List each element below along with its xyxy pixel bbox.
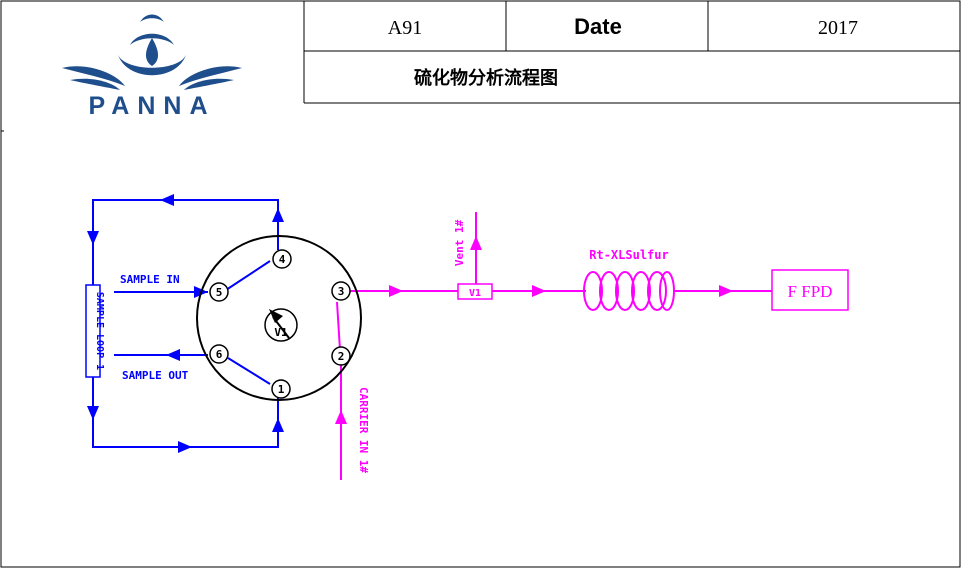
valve-rotor-icon: V1 <box>264 308 298 342</box>
port-6: 6 <box>209 344 229 364</box>
column-coil-icon <box>583 271 675 311</box>
vent-label: Vent 1# <box>453 219 466 266</box>
sample-loop-label: SAMPLE LOOP 1 <box>94 292 105 370</box>
valve-ports: 1 2 3 4 5 6 <box>209 249 351 399</box>
port-1: 1 <box>271 379 291 399</box>
port-5: 5 <box>209 282 229 302</box>
column-label: Rt-XLSulfur <box>589 248 668 262</box>
port-4-label: 4 <box>279 253 286 266</box>
port-2-label: 2 <box>338 350 345 363</box>
carrier-arrowheads <box>335 236 733 424</box>
page-title: 硫化物分析流程图 <box>414 67 558 88</box>
valve-label: V1 <box>274 326 288 339</box>
port-5-label: 5 <box>216 286 223 299</box>
logo-text: PANNA <box>88 92 215 120</box>
sample-out-label: SAMPLE OUT <box>122 369 189 382</box>
sample-loop-box <box>85 284 101 378</box>
carrier-in-label: CARRIER IN 1# <box>357 387 370 473</box>
sample-arrowheads <box>87 194 284 453</box>
doc-code: A91 <box>388 17 422 39</box>
inline-valve-box <box>457 283 493 300</box>
sample-in-label: SAMPLE IN <box>120 273 180 286</box>
header-table <box>1 1 960 132</box>
port-4: 4 <box>272 249 292 269</box>
sample-loop-path <box>92 199 279 448</box>
detector-box <box>771 269 849 311</box>
port-2: 2 <box>331 346 351 366</box>
valve-body <box>196 235 362 401</box>
date-label: Date <box>574 14 622 39</box>
panna-logo: PANNA <box>62 14 242 120</box>
port-3-label: 3 <box>338 285 345 298</box>
carrier-path <box>336 212 772 480</box>
detector-label: F FPD <box>788 282 833 301</box>
inline-valve-label: V1 <box>469 288 481 299</box>
port-1-label: 1 <box>278 383 285 396</box>
date-value: 2017 <box>818 17 858 39</box>
port-6-label: 6 <box>216 348 223 361</box>
lotus-icon <box>62 14 242 90</box>
port-3: 3 <box>331 281 351 301</box>
